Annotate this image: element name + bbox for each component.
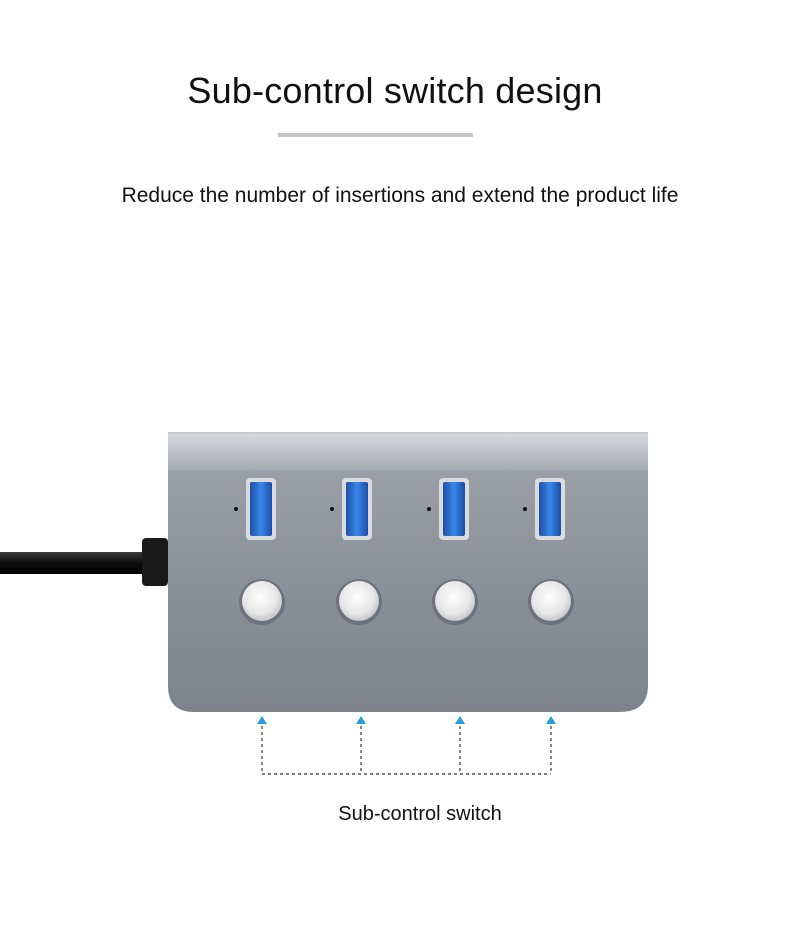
switch-button-2 (336, 579, 382, 625)
switch-button-4 (528, 579, 574, 625)
page-subtitle: Reduce the number of insertions and exte… (121, 184, 679, 207)
switch-callout-label: Sub-control switch (338, 803, 502, 825)
usb-port-1 (234, 478, 276, 540)
usb-port-2 (330, 478, 372, 540)
switch-button-1 (239, 579, 285, 625)
usb-cable (0, 538, 168, 586)
usb-port-4 (523, 478, 565, 540)
switch-button-3 (432, 579, 478, 625)
usb-port-3 (427, 478, 469, 540)
switch-callout-bracket (261, 726, 552, 775)
title-divider (278, 133, 473, 137)
arrow-up-icon (257, 716, 556, 724)
page-title: Sub-control switch design (187, 70, 603, 111)
usb-hub-body (168, 432, 648, 712)
